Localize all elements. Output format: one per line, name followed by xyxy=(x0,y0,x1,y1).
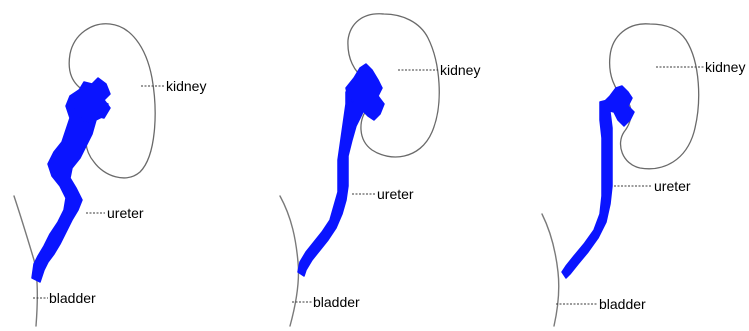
bladder-label: bladder xyxy=(313,294,360,310)
contrast-filled-ureter xyxy=(562,100,612,278)
kidney-label: kidney xyxy=(166,78,206,94)
ureter-label: ureter xyxy=(377,186,414,202)
contrast-filled-ureter xyxy=(298,86,366,276)
bladder-label: bladder xyxy=(49,290,96,306)
bladder-wall xyxy=(14,196,37,326)
bladder-wall xyxy=(542,214,559,326)
panel-3: kidney ureter bladder xyxy=(542,24,745,326)
ureter-label: ureter xyxy=(654,178,691,194)
panel-2: kidney ureter bladder xyxy=(280,14,480,326)
kidney-label: kidney xyxy=(440,62,480,78)
bladder-label: bladder xyxy=(599,296,646,312)
ureter-label: ureter xyxy=(107,205,144,221)
bladder-wall xyxy=(280,196,299,326)
kidney-label: kidney xyxy=(705,59,745,75)
panel-1: kidney ureter bladder xyxy=(14,24,206,326)
